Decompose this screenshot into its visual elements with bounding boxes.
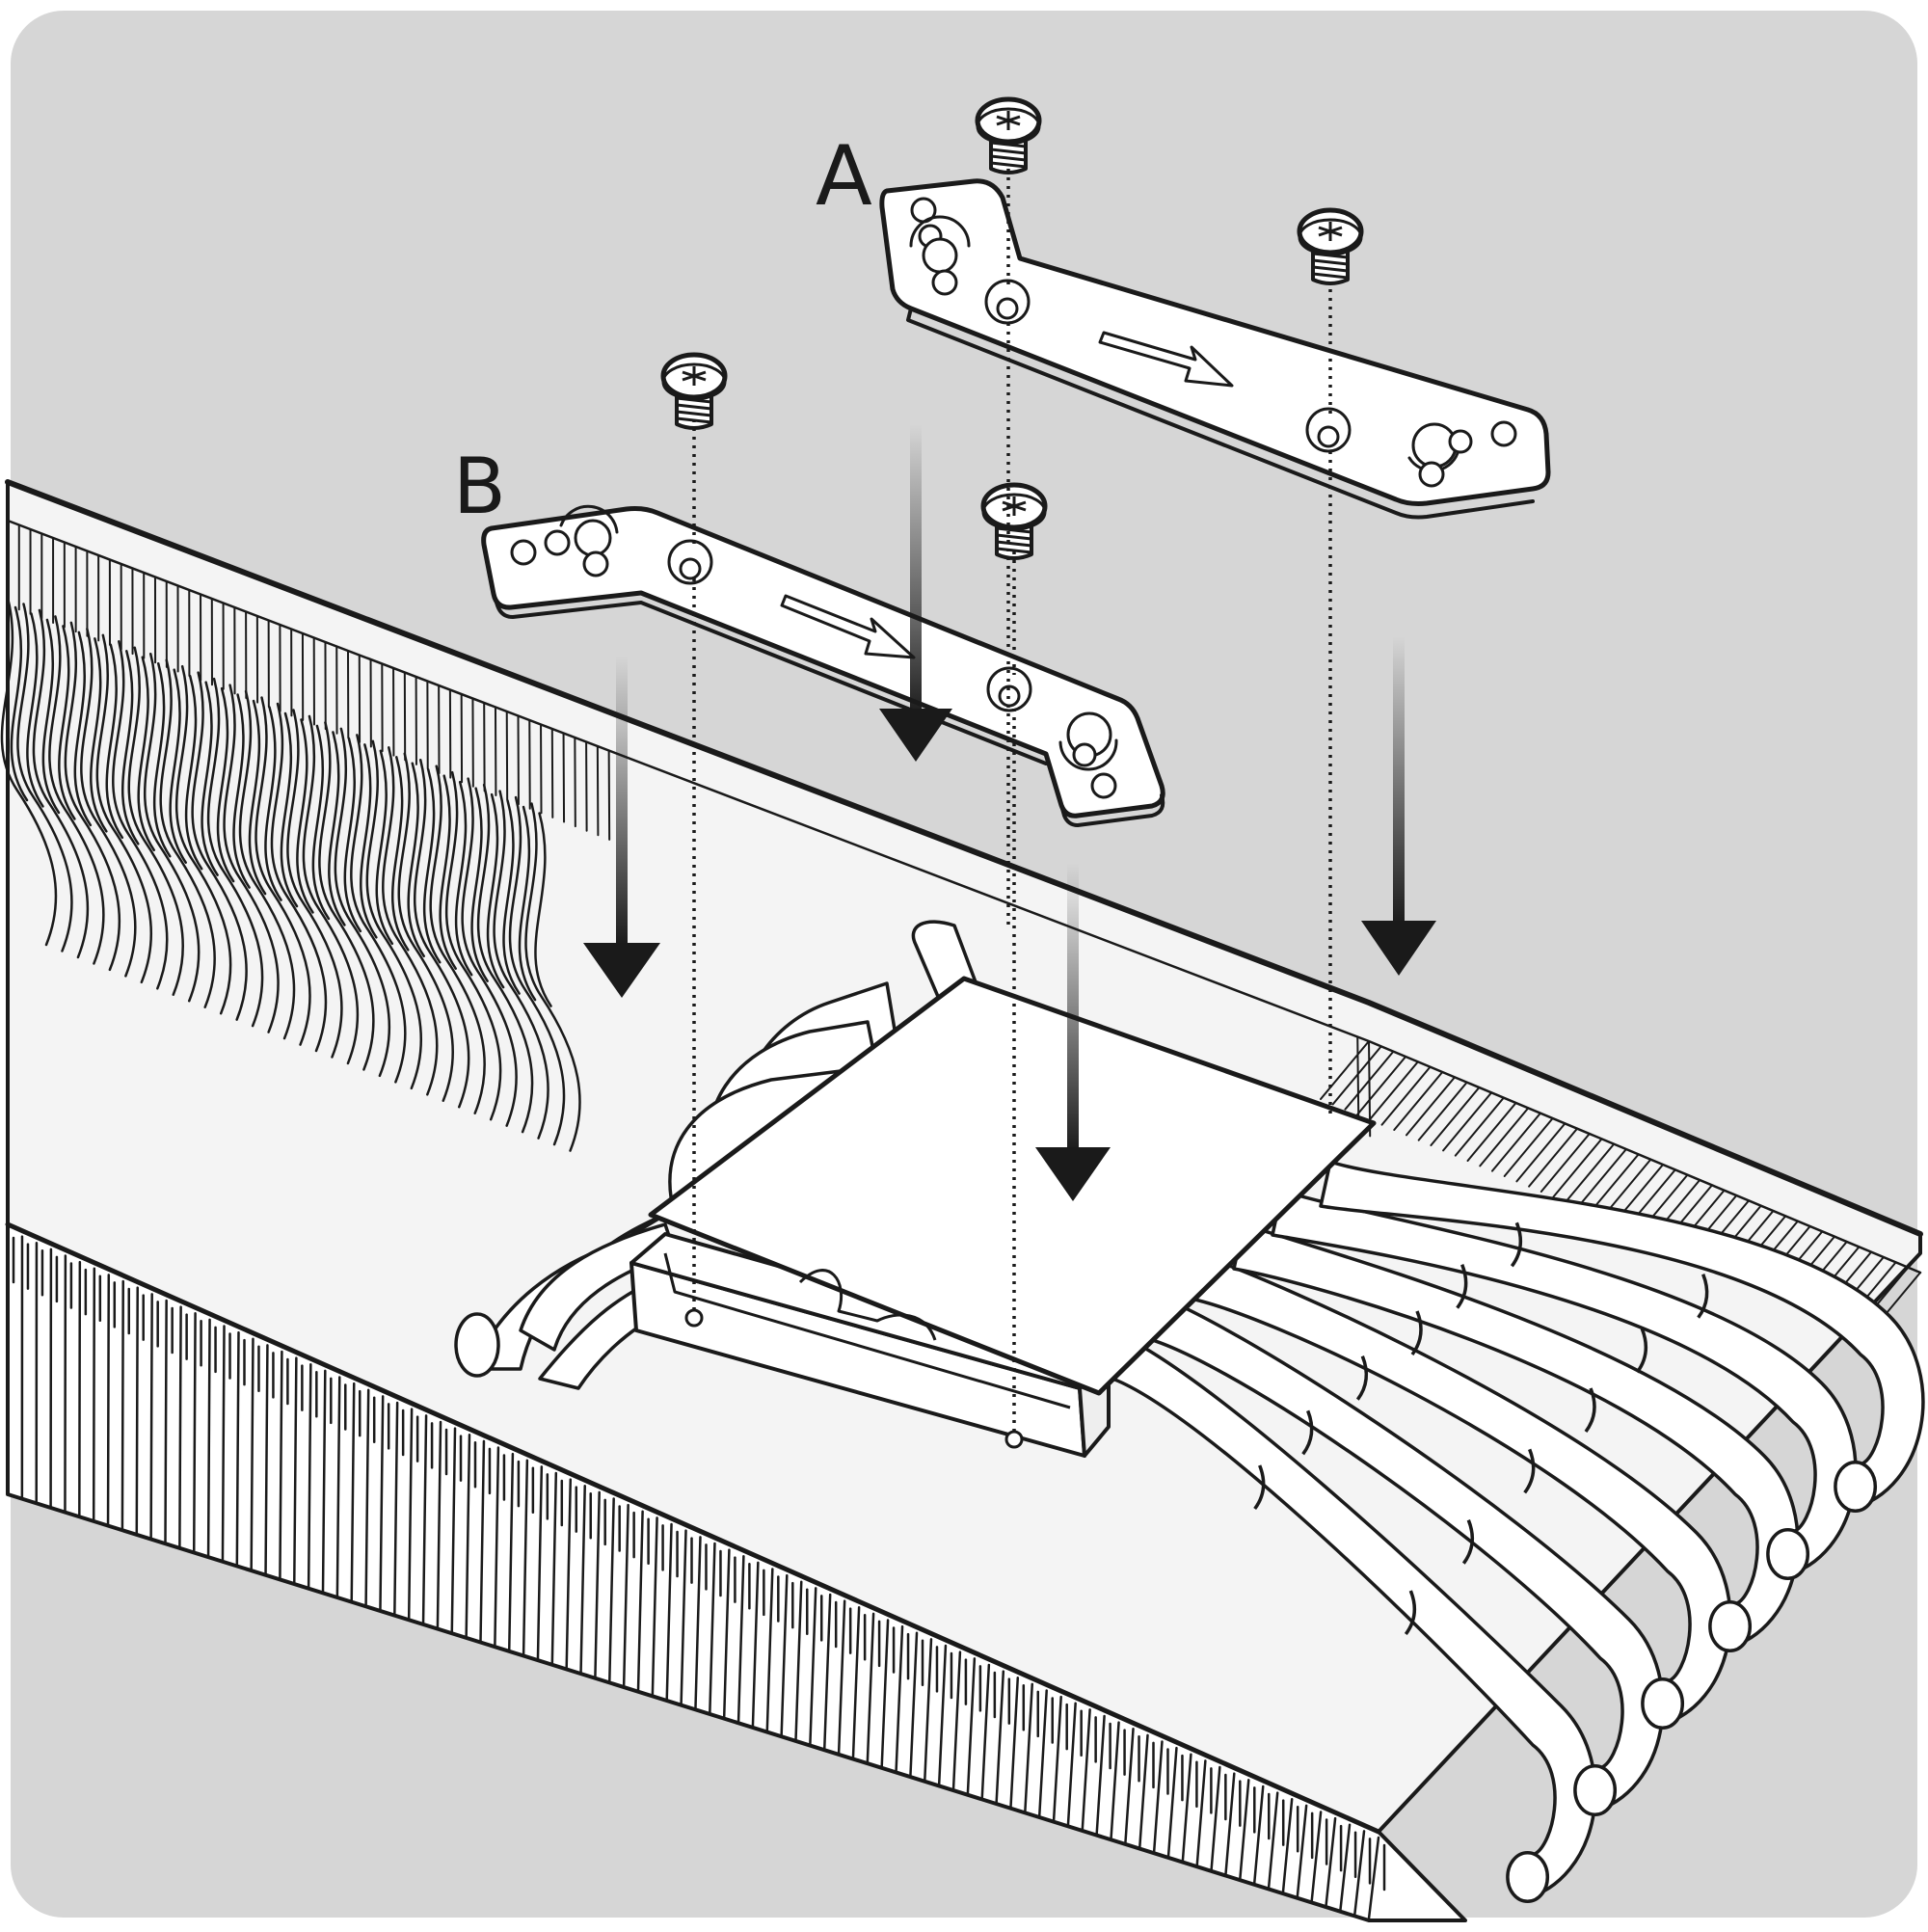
bracket-b-label: B: [453, 442, 506, 531]
bracket-a-label: A: [816, 128, 872, 225]
base-screw-hole-right: [1006, 1432, 1022, 1447]
base-screw-hole-left: [686, 1310, 702, 1326]
